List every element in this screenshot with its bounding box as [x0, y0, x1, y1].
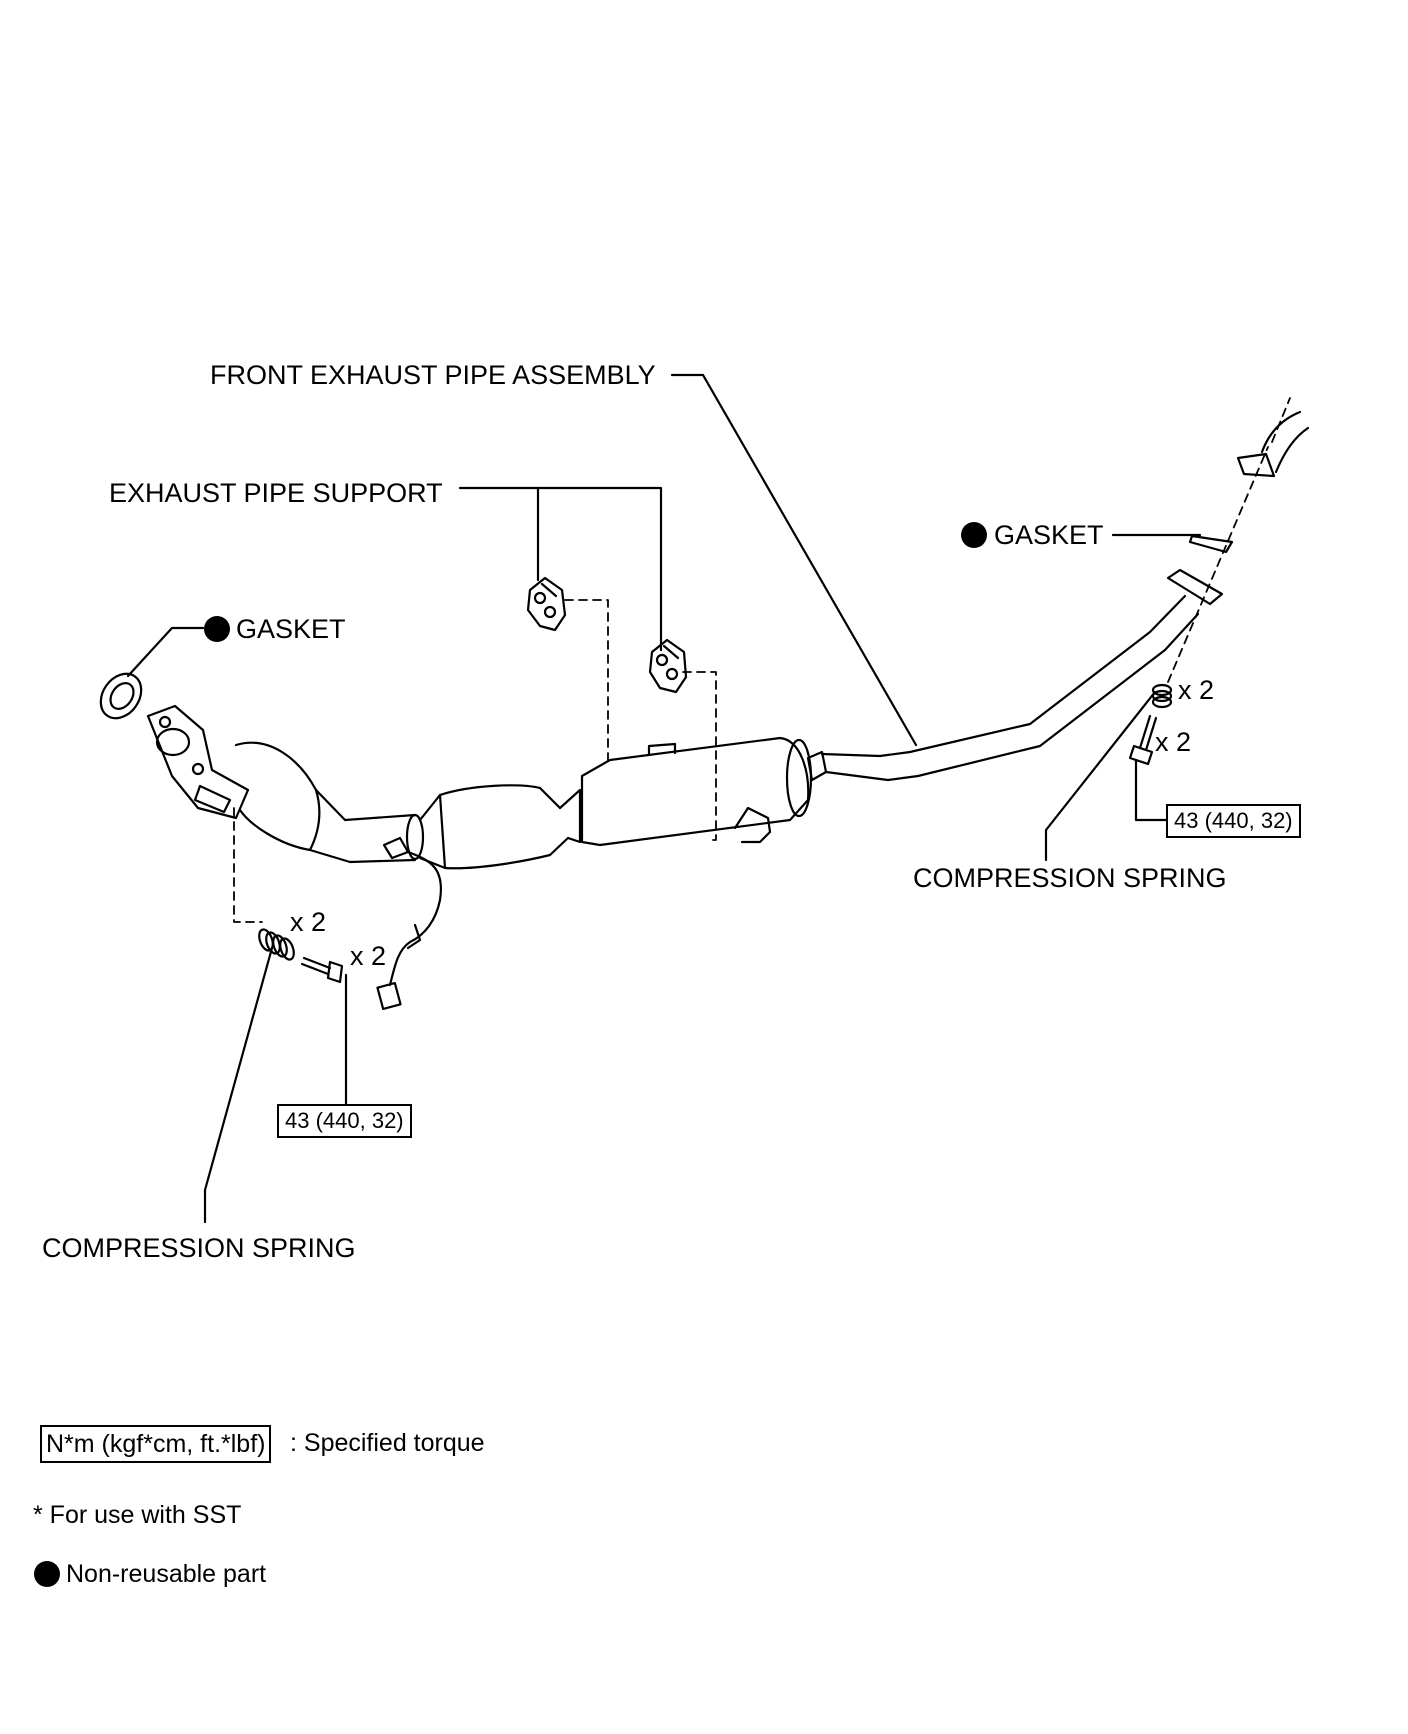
qty-left-bolt: x 2 — [350, 941, 387, 971]
alignment-dashes — [233, 397, 1291, 923]
qty-left-spring: x 2 — [290, 907, 327, 937]
torque-box-left: 43 (440, 32) — [277, 1104, 412, 1138]
gasket-left-part — [99, 672, 143, 720]
legend-sst: * For use with SST — [33, 1501, 242, 1529]
label-gasket-right: GASKET — [994, 520, 1104, 550]
front-converter — [234, 741, 425, 864]
qty-right-spring: x 2 — [1178, 675, 1215, 705]
legend-torque-text: : Specified torque — [290, 1429, 485, 1457]
spring-left-part — [258, 928, 295, 961]
non-reusable-dot-right-gasket — [961, 522, 987, 548]
label-exhaust-pipe-support: EXHAUST PIPE SUPPORT — [109, 478, 443, 508]
torque-box-right: 43 (440, 32) — [1166, 804, 1301, 838]
manifold-flange — [146, 704, 250, 820]
main-muffler — [580, 736, 813, 847]
outlet-pipe — [806, 568, 1224, 782]
label-compression-spring-left: COMPRESSION SPRING — [42, 1233, 356, 1263]
label-compression-spring-right: COMPRESSION SPRING — [913, 863, 1227, 893]
bolt-right-part — [1128, 714, 1158, 766]
exhaust-support-lower — [648, 638, 688, 694]
leader-lines — [126, 373, 1202, 1224]
legend-non-reusable-text: Non-reusable part — [66, 1560, 267, 1588]
label-gasket-left: GASKET — [236, 614, 346, 644]
label-front-exhaust-pipe-assembly: FRONT EXHAUST PIPE ASSEMBLY — [210, 360, 656, 390]
qty-right-bolt: x 2 — [1155, 727, 1192, 757]
legend-torque-box: N*m (kgf*cm, ft.*lbf) — [40, 1425, 272, 1463]
legend-non-reusable-dot — [34, 1561, 60, 1587]
exhaust-support-upper — [526, 576, 567, 632]
gasket-right-part — [1188, 534, 1234, 554]
downstream-pipe — [1236, 410, 1310, 478]
bolt-left-part — [300, 956, 344, 984]
spring-right-part — [1151, 683, 1173, 709]
non-reusable-dot-left-gasket — [204, 616, 230, 642]
middle-converter — [418, 784, 582, 870]
oxygen-sensor — [376, 836, 443, 1011]
